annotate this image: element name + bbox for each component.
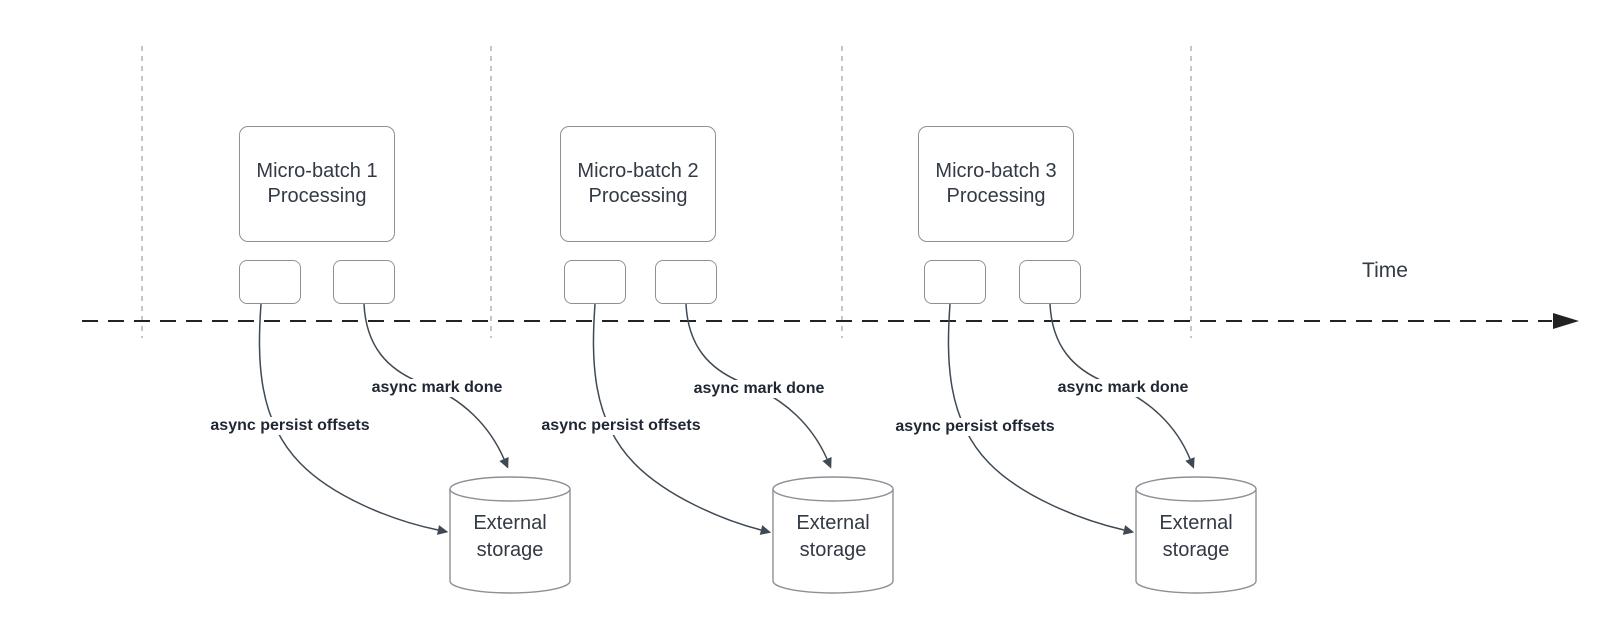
persist-offsets-task-box-3 — [924, 260, 986, 304]
persist-offsets-label-3: async persist offsets — [892, 418, 1058, 436]
external-storage-label-2-line1: External — [796, 512, 870, 534]
persist-offsets-arrow-3 — [947, 303, 1135, 535]
mark-done-task-box-1 — [333, 260, 395, 304]
micro-batch-3-title-line1: Micro-batch 3 — [935, 160, 1057, 182]
mark-done-label-1: async mark done — [368, 379, 506, 397]
external-storage-label-3-line2: storage — [1162, 539, 1230, 561]
micro-batch-2-box: Micro-batch 2 Processing — [560, 126, 716, 242]
micro-batch-1-title-line2: Processing — [267, 185, 367, 207]
time-axis-label: Time — [1362, 259, 1408, 282]
persist-offsets-arrow-1 — [258, 303, 449, 535]
external-storage-label-1: External storage — [450, 510, 570, 564]
micro-batch-3-box: Micro-batch 3 Processing — [918, 126, 1074, 242]
micro-batch-1-box: Micro-batch 1 Processing — [239, 126, 395, 242]
external-storage-cylinder-3 — [1135, 476, 1257, 594]
persist-offsets-label-1: async persist offsets — [207, 417, 373, 435]
time-axis-arrowhead — [1553, 313, 1579, 329]
persist-offsets-task-box-1 — [239, 260, 301, 304]
persist-offsets-label-2: async persist offsets — [538, 417, 704, 435]
mark-done-label-2: async mark done — [690, 380, 828, 398]
mark-done-label-3: async mark done — [1054, 379, 1192, 397]
micro-batch-1-title-line1: Micro-batch 1 — [256, 160, 378, 182]
external-storage-label-3-line1: External — [1159, 512, 1233, 534]
external-storage-cylinder-1 — [449, 476, 571, 594]
external-storage-label-3: External storage — [1136, 510, 1256, 564]
external-storage-label-2-line2: storage — [799, 539, 867, 561]
micro-batch-2-title-line2: Processing — [588, 185, 688, 207]
external-storage-label-2: External storage — [773, 510, 893, 564]
mark-done-task-box-3 — [1019, 260, 1081, 304]
micro-batch-3-title-line2: Processing — [946, 185, 1046, 207]
external-storage-label-1-line1: External — [473, 512, 547, 534]
external-storage-label-1-line2: storage — [476, 539, 544, 561]
micro-batch-2-title-line1: Micro-batch 2 — [577, 160, 699, 182]
persist-offsets-task-box-2 — [564, 260, 626, 304]
persist-offsets-arrow-2 — [592, 303, 772, 535]
mark-done-task-box-2 — [655, 260, 717, 304]
external-storage-cylinder-2 — [772, 476, 894, 594]
